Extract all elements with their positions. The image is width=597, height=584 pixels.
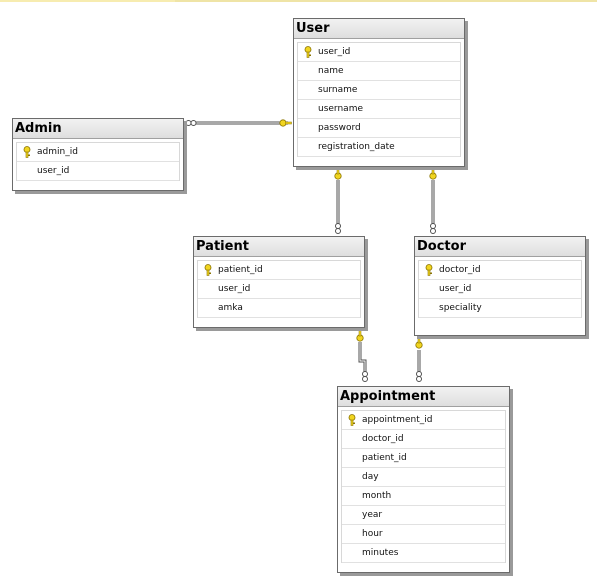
table-admin[interactable]: Admin admin_id user_id — [12, 118, 184, 191]
many-end-marker — [362, 376, 368, 382]
many-end-marker — [430, 223, 436, 229]
many-end-marker — [430, 228, 436, 234]
many-end-marker — [416, 376, 422, 382]
column-row[interactable]: doctor_id — [342, 430, 505, 449]
column-name: admin_id — [37, 147, 78, 157]
column-list: patient_id user_id amka — [197, 260, 361, 318]
table-title: User — [294, 19, 464, 39]
table-title: Patient — [194, 237, 364, 257]
column-list: admin_id user_id — [16, 142, 180, 181]
key-icon — [23, 146, 31, 158]
key-end-patient-user-icon — [334, 167, 342, 180]
column-name: registration_date — [318, 142, 395, 152]
key-icon — [204, 264, 212, 276]
table-title: Admin — [13, 119, 183, 139]
column-name: user_id — [318, 47, 351, 57]
column-name: username — [318, 104, 363, 114]
key-icon — [304, 46, 312, 58]
column-name: user_id — [439, 284, 472, 294]
column-row[interactable]: surname — [298, 81, 460, 100]
many-end-marker — [335, 228, 341, 234]
many-end-marker — [185, 120, 192, 126]
table-title: Doctor — [415, 237, 585, 257]
table-appointment[interactable]: Appointment appointment_id doctor_id pat… — [337, 386, 510, 573]
column-name: hour — [362, 529, 383, 539]
many-end-marker — [335, 223, 341, 229]
column-row[interactable]: speciality — [419, 299, 581, 318]
column-name: password — [318, 123, 361, 133]
column-name: surname — [318, 85, 358, 95]
column-row[interactable]: registration_date — [298, 138, 460, 157]
column-row[interactable]: patient_id — [342, 449, 505, 468]
column-row[interactable]: name — [298, 62, 460, 81]
table-doctor[interactable]: Doctor doctor_id user_id speciality — [414, 236, 586, 336]
window-top-edge — [0, 0, 175, 2]
column-name: user_id — [37, 166, 70, 176]
column-name: year — [362, 510, 383, 520]
column-row[interactable]: user_id — [198, 280, 360, 299]
column-list: user_id name surname username password r… — [297, 42, 461, 157]
column-name: patient_id — [362, 453, 407, 463]
column-name: day — [362, 472, 379, 482]
relationship-doctor-user[interactable] — [430, 180, 436, 234]
column-name: appointment_id — [362, 415, 433, 425]
column-name: amka — [218, 303, 243, 313]
table-title: Appointment — [338, 387, 509, 407]
column-name: name — [318, 66, 344, 76]
column-row[interactable]: user_id — [17, 162, 179, 181]
many-end-marker — [190, 120, 197, 126]
relationship-appointment-patient[interactable] — [358, 342, 368, 382]
relationship-admin-user[interactable] — [185, 120, 288, 126]
key-end-appointment-doctor-icon — [415, 336, 423, 349]
column-name: month — [362, 491, 392, 501]
relationship-appointment-doctor[interactable] — [416, 350, 422, 382]
column-row[interactable]: password — [298, 119, 460, 138]
column-row[interactable]: hour — [342, 525, 505, 544]
column-row[interactable]: day — [342, 468, 505, 487]
column-list: doctor_id user_id speciality — [418, 260, 582, 318]
many-end-marker — [416, 371, 422, 377]
column-row[interactable]: user_id — [298, 43, 460, 62]
key-end-admin-user-icon — [279, 119, 292, 127]
window-top-edge-right — [175, 0, 597, 2]
column-name: patient_id — [218, 265, 263, 275]
column-list: appointment_id doctor_id patient_id day … — [341, 410, 506, 563]
table-patient[interactable]: Patient patient_id user_id amka — [193, 236, 365, 328]
column-name: doctor_id — [439, 265, 481, 275]
column-row[interactable]: minutes — [342, 544, 505, 563]
column-row[interactable]: username — [298, 100, 460, 119]
column-name: speciality — [439, 303, 482, 313]
column-row[interactable]: amka — [198, 299, 360, 318]
table-user[interactable]: User user_id name surname username passw… — [293, 18, 465, 167]
column-row[interactable]: month — [342, 487, 505, 506]
column-name: doctor_id — [362, 434, 404, 444]
column-name: minutes — [362, 548, 399, 558]
many-end-marker — [362, 371, 368, 377]
key-end-appointment-patient-icon — [356, 329, 364, 342]
column-row[interactable]: appointment_id — [342, 411, 505, 430]
relationship-patient-user[interactable] — [335, 180, 341, 234]
key-icon — [348, 414, 356, 426]
column-row[interactable]: user_id — [419, 280, 581, 299]
key-icon — [425, 264, 433, 276]
key-end-doctor-user-icon — [429, 167, 437, 180]
column-row[interactable]: doctor_id — [419, 261, 581, 280]
column-row[interactable]: admin_id — [17, 143, 179, 162]
column-name: user_id — [218, 284, 251, 294]
column-row[interactable]: patient_id — [198, 261, 360, 280]
column-row[interactable]: year — [342, 506, 505, 525]
